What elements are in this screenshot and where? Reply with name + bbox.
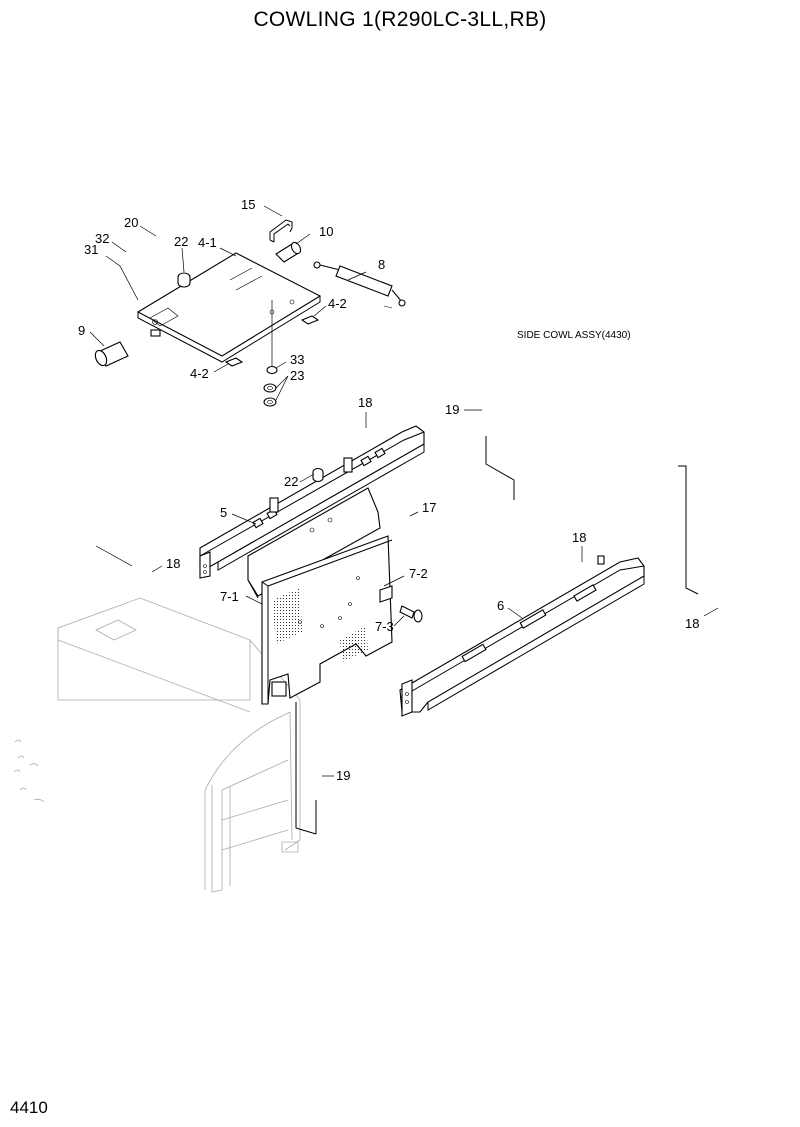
label-7-2: 7-2 (409, 566, 428, 581)
page-number: 4410 (10, 1098, 48, 1117)
label-8: 8 (378, 257, 385, 272)
label-19-bottom: 19 (336, 768, 350, 783)
cross-member-18-upper (199, 425, 425, 579)
label-4-1: 4-1 (198, 235, 217, 250)
handle-15 (269, 219, 293, 243)
label-5: 5 (220, 505, 227, 520)
part-labels: 15 10 20 32 31 22 4-1 8 4-2 9 33 4-2 23 … (78, 197, 699, 783)
label-7-3: 7-3 (375, 619, 394, 634)
label-22-mid: 22 (284, 474, 298, 489)
label-18-left: 18 (166, 556, 180, 571)
label-4-2-right: 4-2 (328, 296, 347, 311)
leader-lines (89, 205, 719, 777)
page-title: COWLING 1(R290LC-3LL,RB) (253, 8, 547, 31)
label-23: 23 (290, 368, 304, 383)
nuts-washers-23-33 (263, 300, 278, 407)
label-6: 6 (497, 598, 504, 613)
pin-10 (275, 241, 302, 263)
label-18-right: 18 (685, 616, 699, 631)
label-4-2-left: 4-2 (190, 366, 209, 381)
label-18-upper: 18 (358, 395, 372, 410)
label-10: 10 (319, 224, 333, 239)
bolt-7-3 (399, 605, 423, 623)
label-22-top: 22 (174, 234, 188, 249)
panel-7-1 (261, 535, 393, 705)
label-19-top: 19 (445, 402, 459, 417)
bushing-22-top (177, 272, 191, 288)
pad-4-2-right (300, 315, 320, 325)
roller-9 (94, 341, 129, 367)
gas-spring-8 (313, 261, 406, 309)
label-9: 9 (78, 323, 85, 338)
reference-lines (95, 436, 699, 835)
cross-member-18-lower (399, 555, 645, 717)
label-15: 15 (241, 197, 255, 212)
label-31: 31 (84, 242, 98, 257)
label-7-1: 7-1 (220, 589, 239, 604)
label-18-lower: 18 (572, 530, 586, 545)
side-cowl-assy-note: SIDE COWL ASSY(4430) (517, 330, 631, 341)
panel-17 (247, 487, 381, 599)
pad-4-2-left (224, 357, 244, 367)
label-32: 32 (95, 231, 109, 246)
label-17: 17 (422, 500, 436, 515)
cover-plate-4-1 (136, 252, 322, 363)
label-33: 33 (290, 352, 304, 367)
cab-outline-ghost (13, 597, 301, 893)
label-20: 20 (124, 215, 138, 230)
